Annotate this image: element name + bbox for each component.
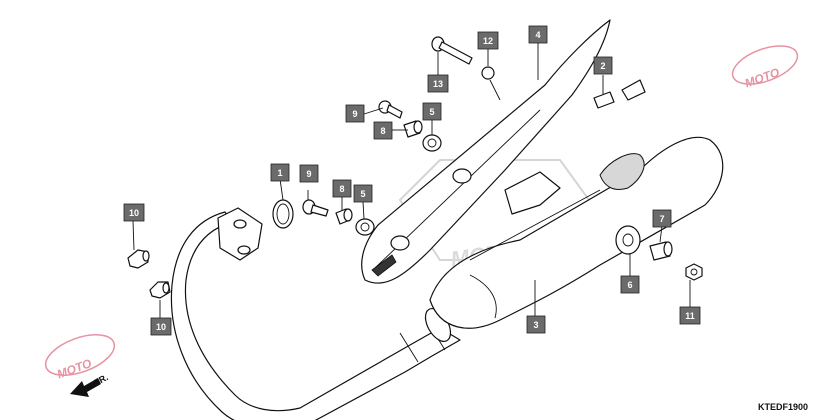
callout-3[interactable]: 3 (526, 315, 546, 334)
svg-text:9: 9 (352, 109, 357, 119)
svg-text:9: 9 (306, 169, 311, 179)
callout-5-lower[interactable]: 5 (353, 184, 373, 203)
bolt-upper (378, 100, 403, 119)
svg-text:6: 6 (627, 280, 632, 290)
svg-text:MOTO: MOTO (743, 65, 782, 91)
svg-text:2: 2 (600, 61, 605, 71)
cap-nut-upper (127, 249, 150, 269)
collar-lower (335, 208, 353, 225)
svg-text:4: 4 (535, 30, 540, 40)
callout-6[interactable]: 6 (620, 275, 640, 294)
callout-12[interactable]: 12 (477, 31, 499, 50)
exhaust-flange (217, 207, 263, 261)
rubber-right (615, 225, 641, 255)
svg-text:13: 13 (433, 79, 443, 89)
collar-upper (403, 120, 423, 138)
long-bolt (431, 36, 473, 65)
watermark-logo-top-right: MOTO (731, 45, 799, 91)
svg-text:8: 8 (339, 184, 344, 194)
callout-9-upper[interactable]: 9 (345, 104, 365, 123)
front-direction-indicator: FR. (70, 372, 110, 397)
callout-8-upper[interactable]: 8 (373, 121, 393, 140)
exhaust-pipe (170, 211, 461, 420)
watermark-logo-left: MOTO (44, 334, 116, 382)
callout-2[interactable]: 2 (593, 56, 613, 75)
callout-10-lower[interactable]: 10 (150, 317, 172, 336)
svg-text:3: 3 (533, 320, 538, 330)
washer (481, 66, 495, 80)
svg-text:12: 12 (483, 36, 493, 46)
callout-11[interactable]: 11 (679, 306, 701, 325)
callout-4[interactable]: 4 (528, 25, 548, 44)
svg-text:5: 5 (360, 189, 365, 199)
front-direction-label: FR. (92, 372, 109, 388)
bolt-lower (302, 199, 329, 217)
nut-right (685, 263, 703, 281)
svg-text:MOTO: MOTO (55, 356, 94, 382)
callout-5-upper[interactable]: 5 (422, 102, 442, 121)
svg-text:10: 10 (156, 322, 166, 332)
leader-lines (132, 43, 691, 318)
callout-7[interactable]: 7 (652, 209, 672, 228)
callout-1[interactable]: 1 (270, 163, 290, 182)
svg-text:11: 11 (685, 311, 695, 321)
rubber-lower (355, 218, 375, 236)
collar-right (649, 241, 673, 261)
rubber-mount (593, 91, 615, 109)
cap-nut-lower (149, 281, 171, 299)
svg-text:8: 8 (380, 126, 385, 136)
callout-10-upper[interactable]: 10 (123, 203, 145, 222)
callout-8-lower[interactable]: 8 (332, 179, 352, 198)
svg-text:10: 10 (129, 208, 139, 218)
svg-text:5: 5 (429, 107, 434, 117)
callout-13[interactable]: 13 (427, 74, 449, 93)
muffler (429, 136, 724, 329)
svg-text:7: 7 (659, 214, 664, 224)
muffler-protector (361, 19, 646, 284)
rubber-upper (422, 134, 442, 152)
diagram-code: KTEDF1900 (758, 402, 808, 412)
front-arrow-icon (70, 378, 101, 397)
callout-9-lower[interactable]: 9 (299, 164, 319, 183)
svg-text:1: 1 (277, 168, 282, 178)
